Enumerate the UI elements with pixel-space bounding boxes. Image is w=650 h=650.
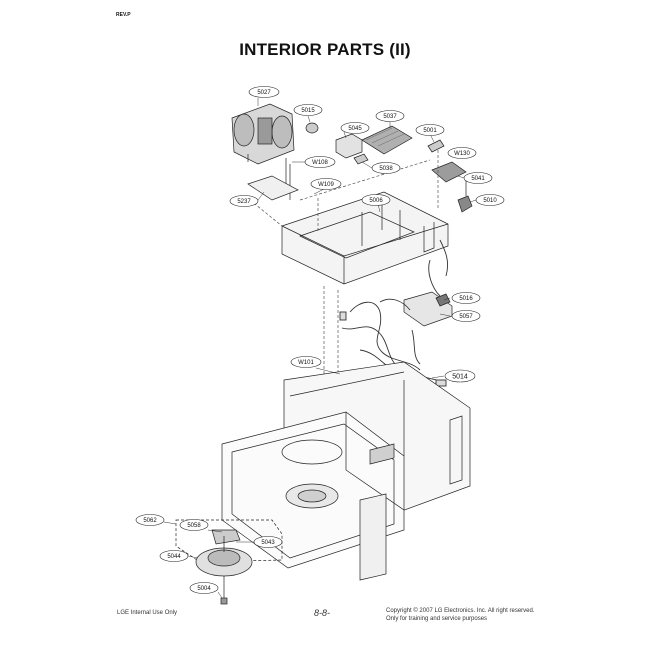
callout-bubble-5001: [415, 124, 445, 136]
callout-5027: 5027: [257, 90, 271, 96]
callout-bubble-5062: [135, 514, 165, 526]
callout-bubble-5015: [293, 104, 323, 116]
chassis-frame-5006: [281, 191, 449, 285]
callout-bubble-5037: [375, 110, 405, 122]
callout-5016: 5016: [459, 296, 473, 302]
part-5041-board: [431, 161, 467, 183]
page-title: INTERIOR PARTS (II): [239, 40, 411, 59]
part-5015: [305, 122, 319, 134]
part-5001: [427, 139, 445, 153]
callout-5014: 5014: [452, 374, 468, 381]
callout-bubble-W108: [304, 156, 336, 168]
callout-5015: 5015: [301, 108, 315, 114]
callout-W101: W101: [298, 360, 314, 366]
part-5045: [335, 133, 363, 159]
callout-bubble-W109: [310, 178, 342, 190]
callout-5041: 5041: [471, 176, 485, 182]
callout-5062: 5062: [143, 518, 157, 524]
callout-5237: 5237: [237, 199, 251, 205]
fan-motor-assembly: [231, 103, 295, 165]
part-5010-plug: [457, 195, 473, 213]
callout-bubble-5027: [248, 86, 280, 98]
callout-bubble-5043: [253, 536, 283, 548]
callout-W108: W108: [312, 160, 328, 166]
callout-bubble-5044: [159, 550, 189, 562]
part-5237-plate: [247, 175, 299, 201]
callout-bubble-5041: [463, 172, 493, 184]
footer-copyright-block: Copyright © 2007 LG Electronics. Inc. Al…: [386, 607, 535, 623]
callout-5058: 5058: [187, 523, 201, 529]
page-number: 8-8-: [314, 608, 331, 618]
callout-5038: 5038: [379, 166, 393, 172]
footer-copyright: Copyright © 2007 LG Electronics. Inc. Al…: [386, 608, 535, 614]
callout-5004: 5004: [197, 586, 211, 592]
cavity-enclosure: [221, 361, 471, 581]
part-5037-mesh: [361, 125, 413, 155]
callout-W130: W130: [454, 151, 470, 157]
callout-bubble-W101: [290, 356, 322, 368]
callout-bubble-5010: [475, 194, 505, 206]
callout-5006: 5006: [369, 198, 383, 204]
footer-internal-use: LGE Internal Use Only: [117, 610, 178, 616]
callout-W109: W109: [318, 182, 334, 188]
turntable-motor-5044: [195, 529, 253, 605]
callout-bubble-5014: [444, 369, 476, 383]
callout-5045: 5045: [348, 126, 362, 132]
callout-5044: 5044: [167, 554, 181, 560]
callout-bubble-5237: [229, 195, 259, 207]
part-5038: [353, 153, 369, 165]
callout-5043: 5043: [261, 540, 275, 546]
callout-bubble-5016: [451, 292, 481, 304]
footer-notice: Only for training and service purposes: [386, 616, 488, 622]
callout-5057: 5057: [459, 314, 473, 320]
callout-5010: 5010: [483, 198, 497, 204]
revision-tag: REV.P: [116, 12, 131, 18]
callout-bubble-5006: [361, 194, 391, 206]
callout-bubble-W130: [447, 147, 477, 159]
callout-5037: 5037: [383, 114, 397, 120]
callout-5001: 5001: [423, 128, 437, 134]
callout-bubble-5038: [371, 162, 401, 174]
callout-bubble-5057: [451, 310, 481, 322]
callout-bubble-5045: [340, 122, 370, 134]
callout-bubble-5058: [179, 519, 209, 531]
callout-bubble-5004: [189, 582, 219, 594]
